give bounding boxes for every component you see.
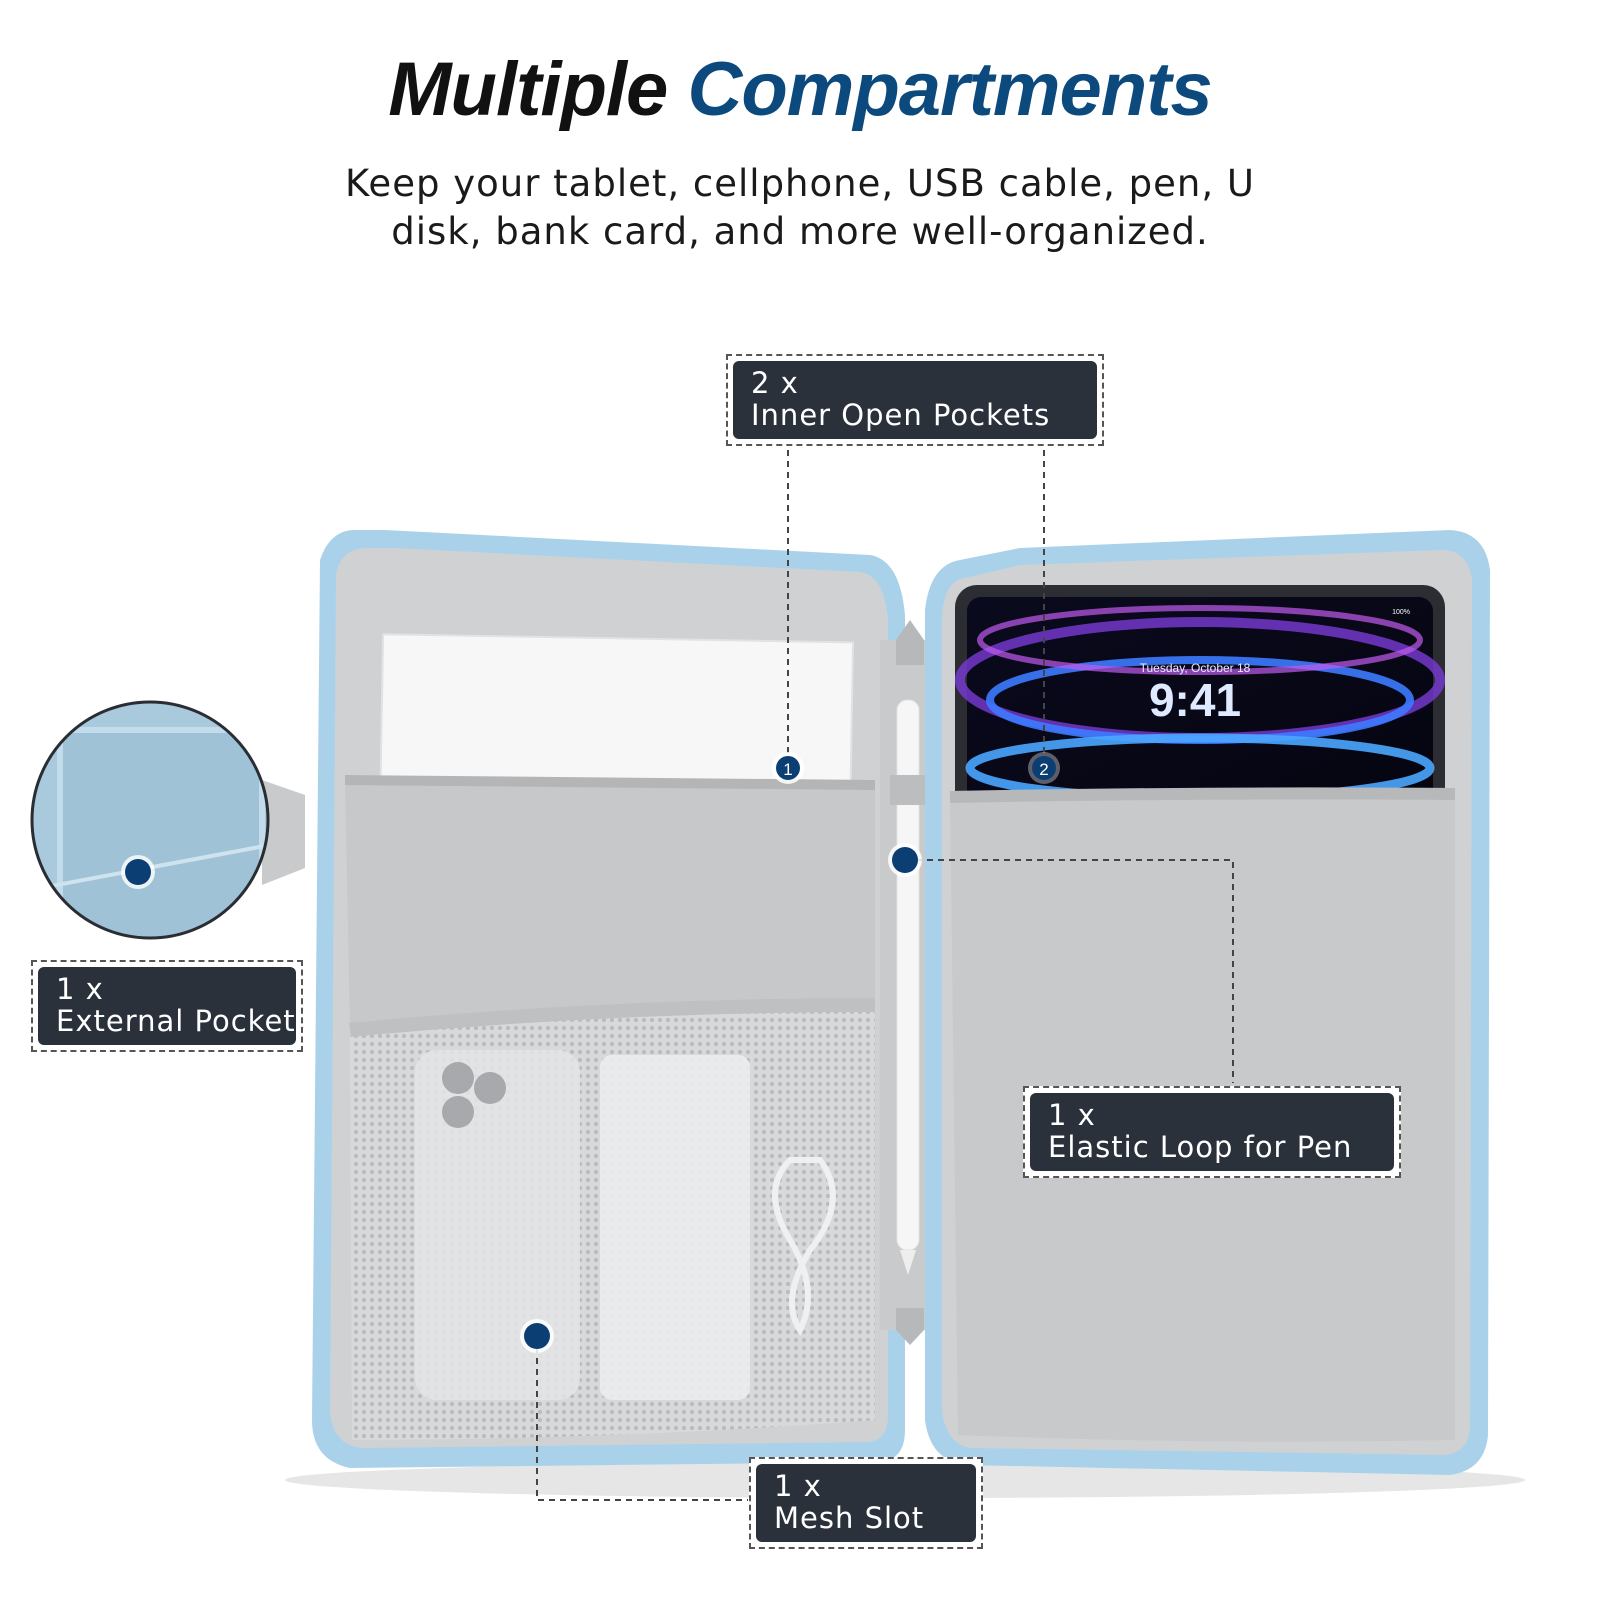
zipper-pull-bottom [896,1308,924,1345]
mesh-hem [349,998,876,1037]
left-panel [312,530,905,1468]
phone-camera-2 [474,1072,506,1104]
inner-open-pocket [345,780,875,1030]
screen-wave-4 [977,605,1423,675]
callout-external-count: 1 x [56,972,104,1006]
case-spine [880,620,930,1345]
marker-external-dot [125,859,151,885]
marker-elastic-dot [892,847,918,873]
phone [415,1050,580,1400]
tablet-date: Tuesday, October 18 [1140,661,1251,675]
callout-elastic-loop-box: 1 x Elastic Loop for Pen [1030,1093,1394,1171]
pocket-hem-right [949,787,1456,803]
marker-mesh-dot [524,1323,550,1349]
marker-2-label: 2 [1039,760,1048,779]
subtitle-line-1: Keep your tablet, cellphone, USB cable, … [345,162,1255,205]
phone-camera-1 [442,1062,474,1094]
page-subtitle: Keep your tablet, cellphone, USB cable, … [300,160,1300,256]
marker-1: 1 [772,752,804,784]
tablet-battery: 100% [1392,609,1410,616]
leader-elastic [905,859,1234,1083]
callout-elastic-loop: 1 x Elastic Loop for Pen [1023,1086,1401,1178]
external-pocket-zoom [30,700,305,940]
marker-2: 2 [1028,752,1060,784]
callout-mesh-slot: 1 x Mesh Slot [749,1457,983,1549]
phone-camera-3 [442,1096,474,1128]
callout-mesh-count: 1 x [774,1469,822,1503]
stylus-tip [900,1250,916,1275]
callout-elastic-label: Elastic Loop for Pen [1048,1130,1353,1164]
callout-elastic-count: 1 x [1048,1098,1096,1132]
callout-inner-open-pockets-box: 2 x Inner Open Pockets [733,361,1097,439]
zoom-case-edge [57,727,265,938]
title-word-compartments: Compartments [687,47,1212,132]
callout-inner-count: 2 x [751,366,799,400]
marker-external [121,855,155,889]
title-word-multiple: Multiple [388,47,668,132]
marker-elastic [888,843,922,877]
marker-2-dot [1032,756,1056,780]
leader-lines [536,450,1234,1501]
callout-inner-label: Inner Open Pockets [751,398,1051,432]
callout-inner-open-pockets: 2 x Inner Open Pockets [726,354,1104,446]
marker-1-label: 1 [783,760,792,779]
zoom-border [30,700,270,940]
right-panel: Tuesday, October 18 9:41 100% [925,530,1490,1475]
callout-external-pocket: 1 x External Pocket [31,960,303,1052]
tablet-time: 9:41 [1149,674,1241,726]
zipper-pull-top [896,620,924,665]
power-bank [600,1055,750,1400]
page-title: Multiple Compartments [0,52,1600,128]
subtitle-line-2: disk, bank card, and more well-organized… [391,210,1209,253]
callout-mesh-label: Mesh Slot [774,1501,925,1535]
callout-external-pocket-box: 1 x External Pocket [38,967,296,1045]
zoom-pointer [262,780,305,885]
elastic-loop [890,775,926,805]
callout-external-label: External Pocket [56,1004,296,1038]
tablet-screen [967,597,1433,817]
usb-cable [772,1157,836,1336]
pocket-hem [344,775,876,790]
callout-mesh-slot-box: 1 x Mesh Slot [756,1464,976,1542]
marker-mesh [520,1319,554,1353]
marker-1-dot [776,756,800,780]
